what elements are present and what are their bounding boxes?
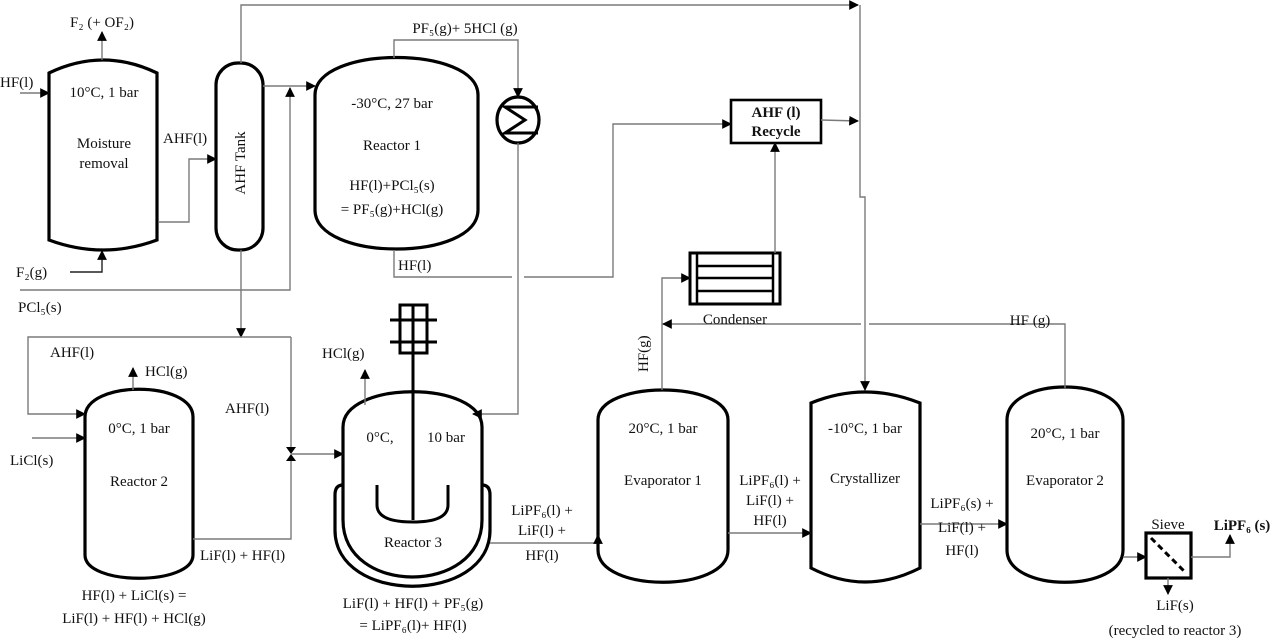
- evap1-out-label-2: LiF(l) +: [746, 493, 794, 509]
- f2-feed-label: F₂(g): [16, 265, 47, 281]
- cryst-out-label-2: LiF(l) +: [938, 520, 986, 536]
- lif-recycle-note: (recycled to reactor 3): [1109, 623, 1242, 639]
- crystallizer-vessel: [809, 390, 922, 584]
- reactor1-reaction-2: = PF₅(g)+HCl(g): [341, 202, 444, 218]
- reactor2-label: Reactor 2: [110, 474, 168, 490]
- reactor1-vessel: [313, 56, 480, 251]
- evaporator1-vessel: [596, 388, 730, 584]
- ahf-loop-label: AHF(l): [50, 345, 94, 361]
- reactor3-label: Reactor 3: [384, 535, 442, 551]
- condenser-label: Condenser: [703, 312, 767, 328]
- sieve-icon: [1144, 531, 1193, 580]
- reactor3-conditions-temp: 0°C,: [366, 430, 393, 446]
- product-label: LiPF₆ (s): [1214, 518, 1271, 534]
- hf-feed-label: HF(l): [0, 75, 33, 91]
- reactor3-out-label-3: HF(l): [525, 548, 558, 564]
- sieve-label: Sieve: [1151, 517, 1185, 533]
- moisture-removal-label-2: removal: [79, 156, 128, 172]
- condenser-icon: [688, 251, 782, 306]
- lif-out-label: LiF(s): [1156, 598, 1194, 614]
- reactor2-out-label: LiF(l) + HF(l): [200, 548, 285, 564]
- moisture-removal-vessel: [47, 58, 159, 252]
- ahf-recycle-label-2: Recycle: [751, 124, 800, 140]
- reactor1-label: Reactor 1: [363, 138, 421, 154]
- ahf-recycle-label: AHF (l): [751, 105, 800, 121]
- reactor3-reaction-2: = LiPF₆(l)+ HF(l): [359, 618, 466, 634]
- evaporator2-label: Evaporator 2: [1026, 473, 1104, 489]
- hcl-reactor2-label: HCl(g): [145, 364, 188, 380]
- ahf-to-tank-label: AHF(l): [163, 131, 207, 147]
- reactor1-gas-label: PF₅(g)+ 5HCl (g): [412, 21, 517, 37]
- evap1-out-label-1: LiPF₆(l) +: [739, 473, 801, 489]
- cryst-out-label-1: LiPF₆(s) +: [930, 496, 993, 512]
- evaporator1-label: Evaporator 1: [624, 473, 702, 489]
- hf-gas-evap2-label: HF (g): [1010, 313, 1050, 329]
- reactor2-vessel: [83, 387, 195, 580]
- reactor3-out-label-2: LiF(l) +: [518, 523, 566, 539]
- reactor1-liquid-label: HF(l): [398, 258, 431, 274]
- crystallizer-conditions: -10°C, 1 bar: [828, 421, 902, 437]
- pcl5-feed-label: PCl₅(s): [18, 300, 62, 316]
- reactor3-reaction-1: LiF(l) + HF(l) + PF₅(g): [343, 596, 484, 612]
- hcl-reactor3-label: HCl(g): [322, 346, 365, 362]
- ahf-to-reactor3-label: AHF(l): [225, 401, 269, 417]
- reactor3-out-label-1: LiPF₆(l) +: [511, 503, 573, 519]
- ahf-tank-label: AHF Tank: [233, 131, 249, 195]
- f2-off-label: F₂ (+ OF₂): [70, 15, 134, 31]
- moisture-removal-label: Moisture: [77, 136, 132, 152]
- reactor3-vessel: [333, 390, 492, 588]
- hf-gas-evap1-label: HF(g): [636, 335, 652, 372]
- reactor3-conditions-pressure: 10 bar: [427, 430, 465, 446]
- streams: [20, 0, 1235, 595]
- crystallizer-label: Crystallizer: [830, 471, 900, 487]
- evaporator2-vessel: [1005, 385, 1125, 584]
- cryst-out-label-3: HF(l): [945, 543, 978, 559]
- evap1-out-label-3: HF(l): [753, 513, 786, 529]
- licl-feed-label: LiCl(s): [10, 453, 53, 469]
- reactor2-reaction-1: HF(l) + LiCl(s) =: [82, 588, 187, 604]
- reactor2-reaction-2: LiF(l) + HF(l) + HCl(g): [62, 611, 206, 627]
- reactor2-conditions: 0°C, 1 bar: [108, 421, 169, 437]
- moisture-removal-conditions: 10°C, 1 bar: [70, 85, 139, 101]
- reactor1-reaction-1: HF(l)+PCl₅(s): [349, 178, 434, 194]
- evaporator2-conditions: 20°C, 1 bar: [1031, 426, 1100, 442]
- heat-exchanger-icon: [495, 95, 541, 145]
- agitator-icon: [375, 303, 450, 524]
- evaporator1-conditions: 20°C, 1 bar: [629, 421, 698, 437]
- reactor1-conditions: -30°C, 27 bar: [351, 96, 432, 112]
